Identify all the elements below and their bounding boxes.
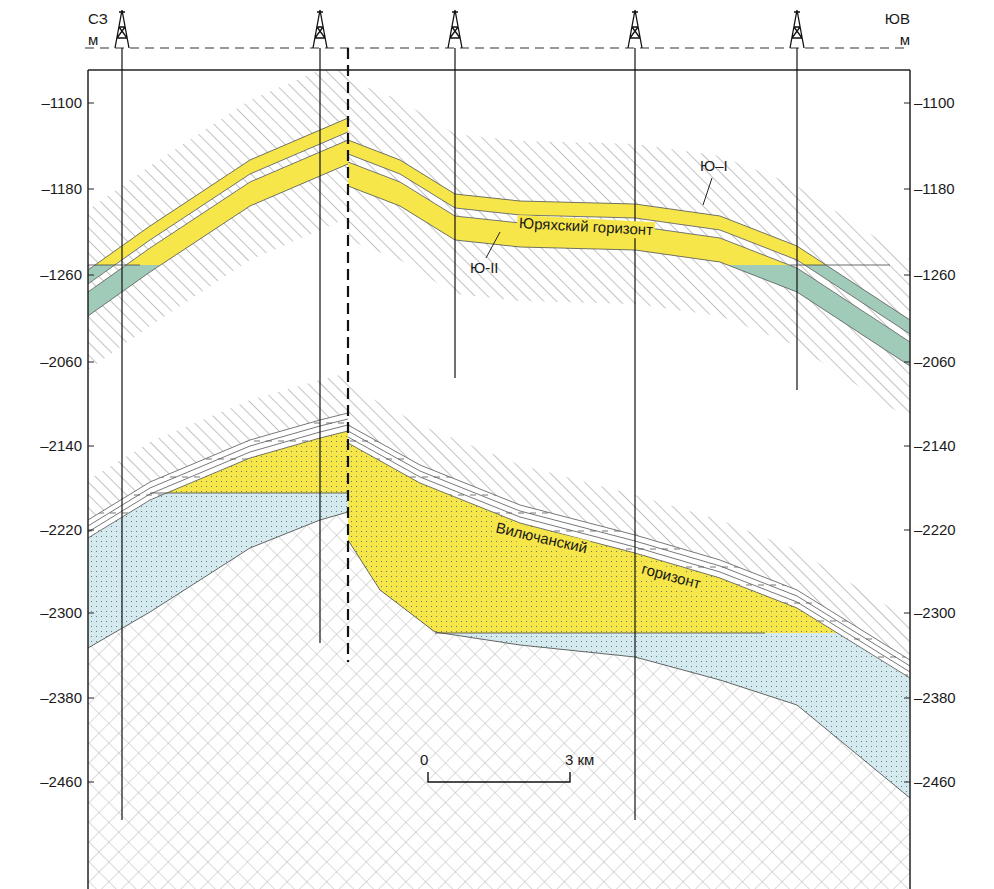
- layer-boundary: [348, 186, 910, 366]
- layer-boundary: [348, 431, 910, 666]
- layer-boundary: [348, 162, 910, 342]
- axis-tick: [88, 782, 94, 783]
- sand-reservoir: [348, 443, 910, 633]
- depth-label: –1100: [914, 95, 955, 112]
- depth-label: –2220: [40, 522, 82, 539]
- layer-boundary: [348, 540, 910, 798]
- depth-label: –2300: [40, 605, 82, 622]
- depth-label: –1180: [914, 181, 955, 198]
- well: [634, 48, 635, 820]
- axis-tick: [904, 782, 910, 783]
- axis-tick: [904, 613, 910, 614]
- depth-label: –2220: [914, 522, 956, 539]
- oil-water-contact: [88, 265, 140, 266]
- axis-ticks: [88, 103, 910, 782]
- depth-label: –2380: [40, 690, 82, 707]
- axis-tick: [904, 530, 910, 531]
- axis-tick: [904, 698, 910, 699]
- axis-tick: [88, 362, 94, 363]
- axis-label: м: [900, 32, 910, 49]
- hatched-rock: [348, 186, 910, 420]
- layer-boundary: [348, 154, 910, 334]
- depth-label: –2140: [914, 438, 956, 455]
- derrick-icon: [115, 10, 129, 48]
- layer-boundary: [88, 164, 348, 316]
- axis-tick: [88, 103, 94, 104]
- axis-tick: [88, 446, 94, 447]
- layer-boundary: [348, 443, 910, 678]
- depth-label: –2060: [914, 354, 956, 371]
- well: [454, 48, 455, 378]
- layer-boundary: [88, 132, 348, 284]
- axis-tick: [88, 613, 94, 614]
- axis-tick: [904, 362, 910, 363]
- axis-label: м: [88, 32, 98, 49]
- depth-label: –2060: [40, 354, 82, 371]
- horizon-label: Ю-II: [470, 260, 498, 277]
- oil-water-contact: [435, 633, 765, 634]
- depth-label: –2460: [914, 774, 956, 791]
- surface-line: [85, 47, 910, 48]
- well: [796, 48, 797, 390]
- axis-tick: [88, 698, 94, 699]
- derrick-icon: [313, 10, 327, 48]
- axis-tick: [88, 275, 94, 276]
- depth-label: –1260: [40, 267, 82, 284]
- depth-label: –2300: [914, 605, 956, 622]
- axis-tick: [904, 103, 910, 104]
- derrick-icon: [790, 10, 804, 48]
- axis-tick: [88, 189, 94, 190]
- layer-boundary: [348, 437, 910, 672]
- fault: [347, 48, 349, 662]
- wells: [115, 10, 804, 820]
- axis-label: 3 км: [565, 752, 594, 769]
- axis-tick: [88, 530, 94, 531]
- depth-label: –1100: [41, 95, 82, 112]
- frame: [88, 69, 910, 71]
- frame: [87, 70, 89, 889]
- depth-label: –2140: [40, 438, 82, 455]
- leader-line: [703, 178, 712, 205]
- axis-tick: [904, 446, 910, 447]
- axis-label: ЮВ: [885, 11, 910, 28]
- axis-tick: [904, 189, 910, 190]
- depth-label: –2460: [40, 774, 82, 791]
- axis-label: СЗ: [88, 11, 108, 28]
- leader-line: [486, 232, 500, 258]
- depth-label: –1260: [914, 267, 956, 284]
- derrick-icon: [448, 10, 462, 48]
- axis-label: 0: [420, 752, 428, 769]
- well: [121, 48, 122, 820]
- layer-boundary: [348, 425, 910, 660]
- oil-water-contact: [150, 493, 348, 494]
- basement: [348, 540, 910, 889]
- layer-boundary: [88, 431, 348, 538]
- horizon-label: Ю–I: [700, 158, 728, 175]
- basement: [88, 512, 348, 889]
- layer-boundary: [348, 140, 910, 320]
- depth-label: –2380: [914, 690, 956, 707]
- derrick-icon: [628, 10, 642, 48]
- axis-tick: [904, 275, 910, 276]
- layer-boundary: [88, 140, 348, 292]
- oil-water-contact: [790, 265, 890, 266]
- sand-reservoir: [88, 431, 348, 493]
- well: [319, 48, 320, 643]
- layer-boundary: [88, 512, 348, 648]
- depth-label: –1180: [41, 181, 82, 198]
- scale-bar: [428, 772, 570, 782]
- layer-boundary: [88, 118, 348, 270]
- frame: [909, 70, 911, 889]
